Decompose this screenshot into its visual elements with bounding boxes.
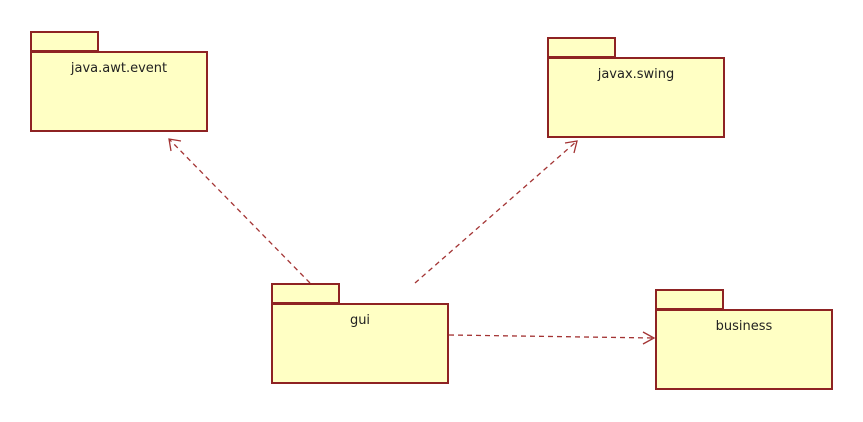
package-label: java.awt.event: [30, 51, 208, 132]
package-label: javax.swing: [547, 57, 725, 138]
package-tab: [655, 289, 724, 310]
package-tab: [30, 31, 99, 52]
dependency-gui-swing: [414, 140, 578, 284]
arrowhead-business: [642, 331, 656, 345]
dependency-gui-business: [448, 334, 655, 339]
dependency-gui-awt: [168, 138, 311, 284]
package-tab: [547, 37, 616, 58]
arrowhead-swing: [564, 140, 578, 154]
package-label: business: [655, 309, 833, 390]
package-tab: [271, 283, 340, 304]
arrowhead-awt: [168, 138, 182, 152]
package-label: gui: [271, 303, 449, 384]
